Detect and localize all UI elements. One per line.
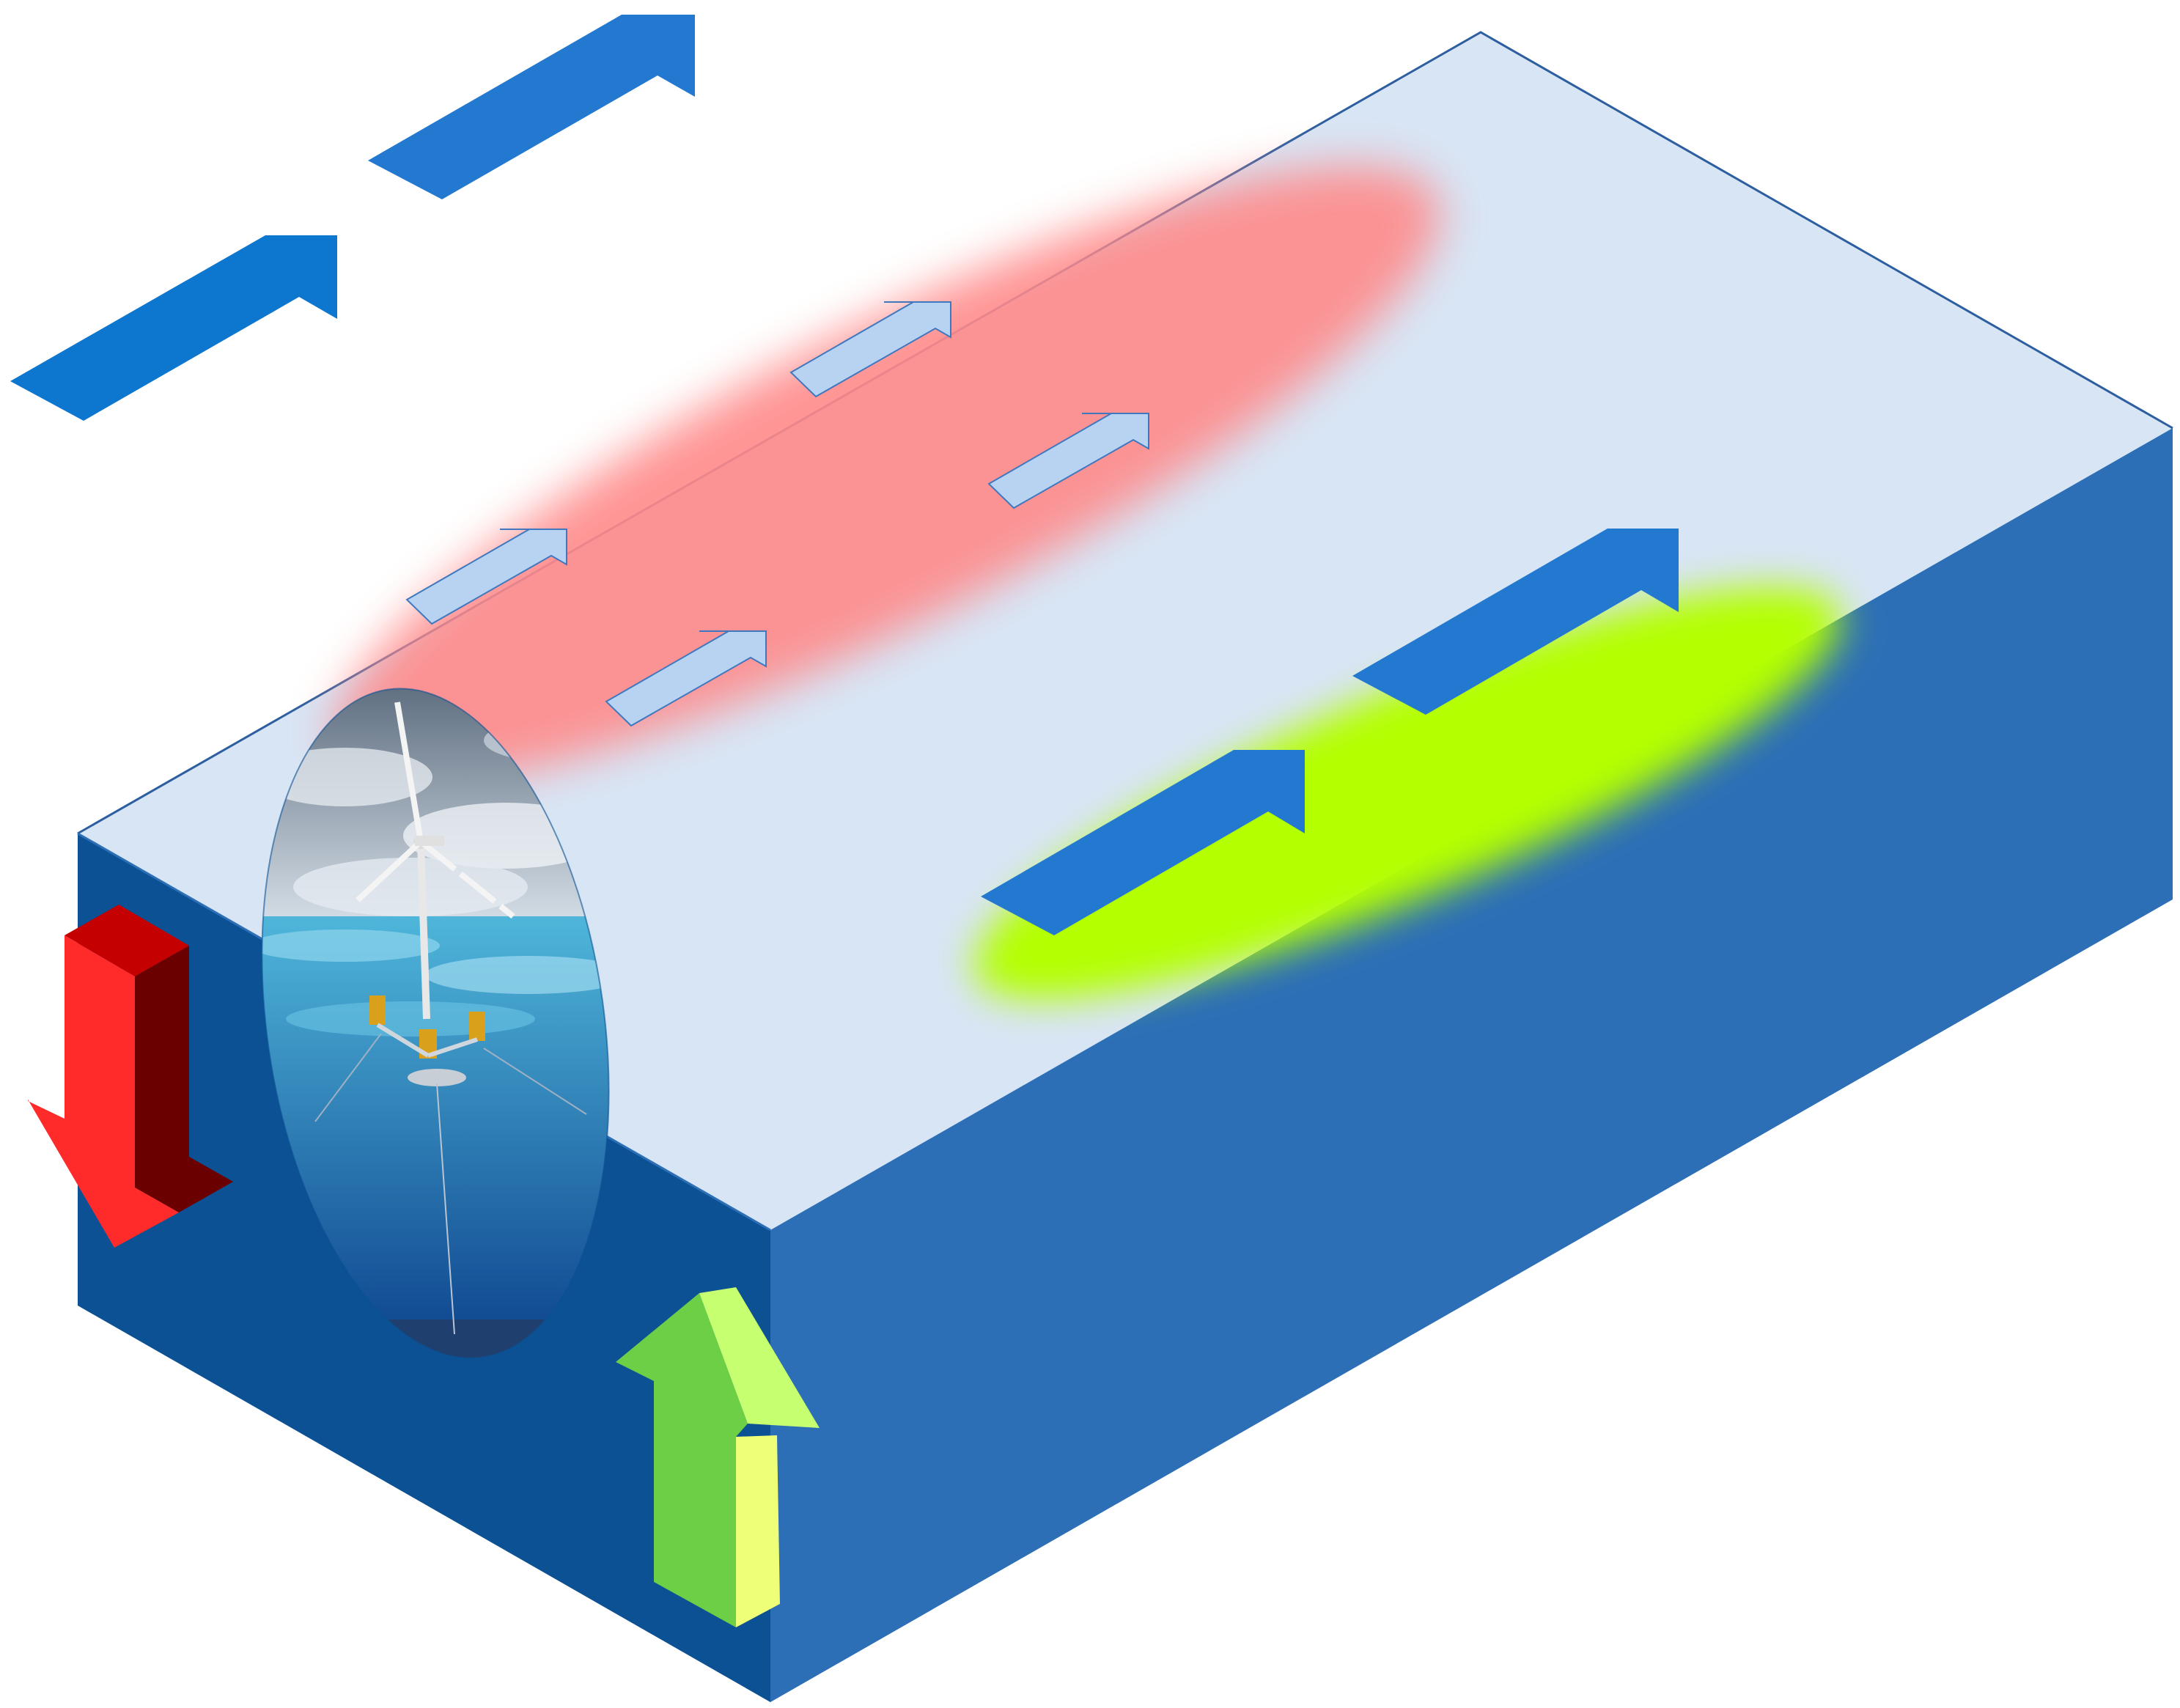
upward-flow-arrow-icon — [616, 1287, 820, 1627]
downward-arrow-front-face — [28, 935, 179, 1248]
upward-arrow-top-face — [699, 1287, 820, 1428]
platform-brace — [427, 1037, 478, 1058]
turbine-tower — [417, 842, 430, 1020]
wind-arrow-icon — [1352, 529, 1679, 715]
recovered-wind-arrows — [981, 529, 1679, 935]
wind-arrow-icon — [789, 301, 951, 398]
upward-arrow-side-face — [736, 1435, 780, 1627]
platform-column — [469, 1012, 485, 1041]
wind-arrow-icon — [981, 750, 1305, 935]
platform-base — [408, 1069, 466, 1086]
wave-crest — [286, 1001, 535, 1037]
wave-crest — [249, 930, 440, 962]
speedup-zone — [973, 586, 1841, 1000]
mooring-line — [436, 1083, 455, 1335]
mooring-line — [314, 1033, 382, 1122]
downward-arrow-side-face — [135, 946, 233, 1212]
wake-deficit-zone — [334, 166, 1440, 784]
turbine-nacelle — [415, 836, 444, 846]
wind-arrow-icon — [987, 413, 1149, 509]
turbine-blade — [419, 839, 515, 919]
wake-wind-arrows — [405, 301, 1149, 727]
turbine-illustration-border — [261, 688, 610, 1359]
turbine-blade — [356, 839, 423, 902]
ocean-box-side-face — [770, 428, 2173, 1702]
wind-arrow-icon — [405, 529, 567, 625]
platform-brace — [376, 1023, 430, 1058]
wave-crest — [425, 956, 630, 994]
platform-column — [369, 995, 386, 1025]
wind-arrow-icon — [368, 15, 695, 199]
cloud — [293, 858, 528, 916]
ocean-box-top-face — [78, 32, 2173, 1230]
turbine-blade — [394, 702, 424, 842]
mooring-line — [483, 1048, 587, 1115]
upward-arrow-front-face — [616, 1293, 748, 1627]
wind-arrow-icon — [605, 630, 767, 727]
downward-arrow-top-face — [65, 905, 189, 976]
downward-flow-arrow-icon — [28, 905, 233, 1248]
wind-arrow-icon — [10, 235, 337, 421]
incoming-wind-arrows — [10, 15, 695, 421]
wind-turbine-icon — [314, 702, 587, 1335]
